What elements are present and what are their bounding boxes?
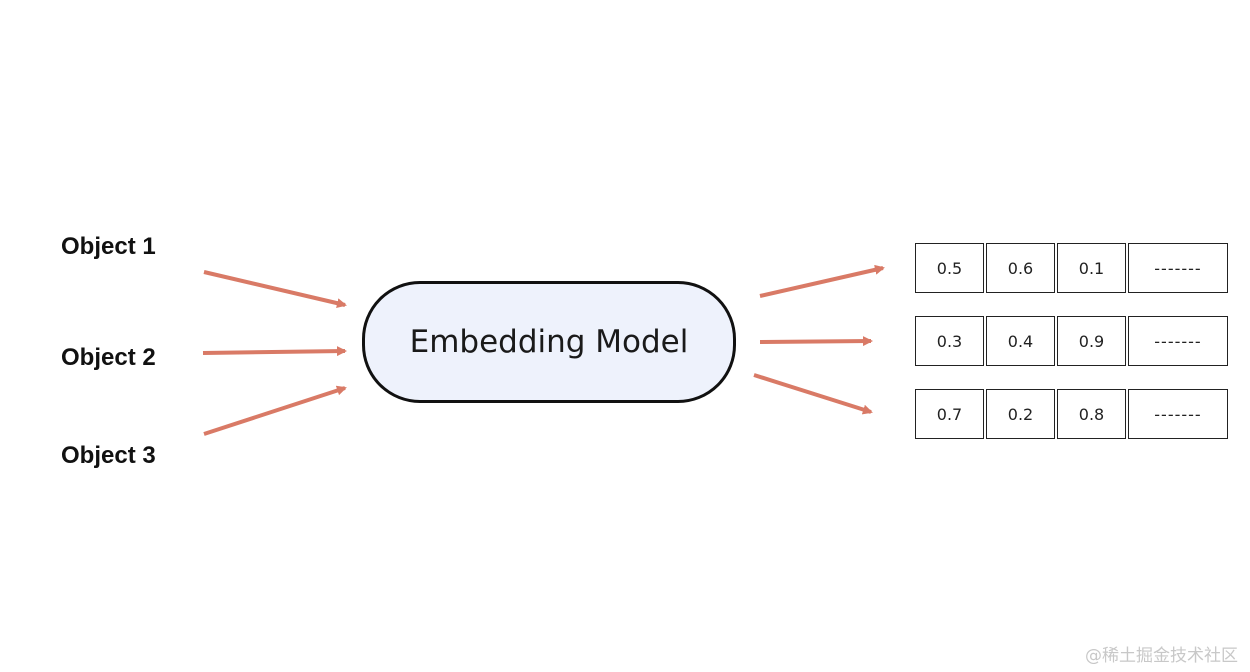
input-object-1: Object 1 [61, 233, 156, 260]
vector-cell: 0.1 [1057, 243, 1126, 293]
vector-row-1: 0.5 0.6 0.1 ------- [915, 243, 1228, 293]
arrow-model-to-vector-2 [759, 336, 873, 347]
vector-cell: 0.9 [1057, 316, 1126, 366]
vector-cell: 0.3 [915, 316, 984, 366]
vector-continuation-cell: ------- [1128, 316, 1228, 366]
vector-continuation-cell: ------- [1128, 243, 1228, 293]
input-object-2: Object 2 [61, 344, 156, 371]
vector-cell: 0.7 [915, 389, 984, 439]
vector-row-3: 0.7 0.2 0.8 ------- [915, 389, 1228, 439]
vector-cell: 0.6 [986, 243, 1055, 293]
arrow-object-3-to-model [203, 385, 347, 436]
vector-cell: 0.5 [915, 243, 984, 293]
embedding-model-box: Embedding Model [362, 281, 736, 403]
arrow-model-to-vector-3 [753, 373, 873, 415]
input-object-3: Object 3 [61, 442, 156, 469]
vector-continuation-cell: ------- [1128, 389, 1228, 439]
vector-cell: 0.2 [986, 389, 1055, 439]
arrow-model-to-vector-1 [759, 264, 885, 298]
vector-cell: 0.4 [986, 316, 1055, 366]
vector-cell: 0.8 [1057, 389, 1126, 439]
arrow-object-2-to-model [202, 346, 347, 357]
vector-row-2: 0.3 0.4 0.9 ------- [915, 316, 1228, 366]
embedding-model-label: Embedding Model [409, 324, 689, 360]
arrow-object-1-to-model [203, 270, 347, 309]
watermark-text: @稀土掘金技术社区 [1085, 646, 1238, 666]
